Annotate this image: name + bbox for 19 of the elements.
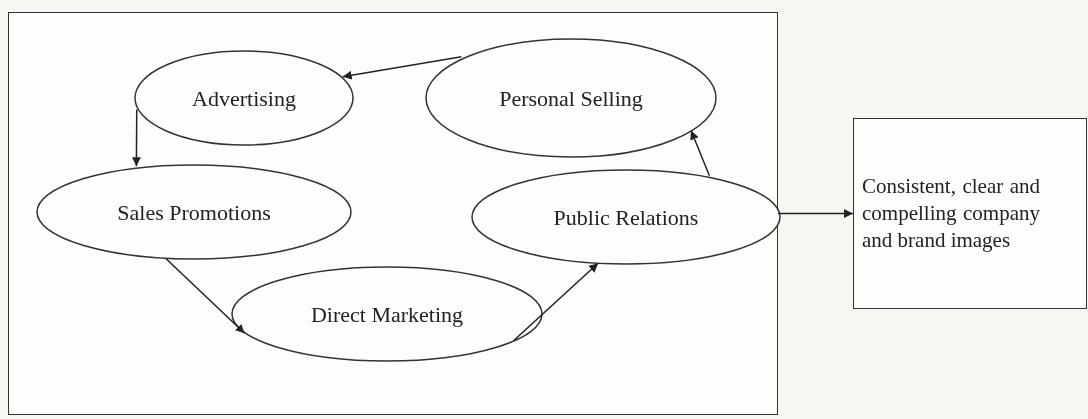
arrow: [131, 108, 141, 167]
node-label: Personal Selling: [499, 84, 643, 113]
arrow: [341, 56, 463, 80]
text-box: [853, 118, 1087, 309]
node-label: Public Relations: [553, 203, 699, 232]
arrow: [690, 129, 711, 177]
box-text: Consistent, clear and compelling company and brand images: [862, 173, 1040, 254]
arrow: [777, 209, 854, 218]
ellipse-node: [231, 266, 543, 362]
node-label: Sales Promotions: [117, 198, 271, 227]
frame-box: [8, 12, 778, 415]
node-label: Direct Marketing: [310, 300, 464, 329]
ellipse-node: [36, 164, 352, 260]
arrow: [513, 262, 599, 342]
ellipse-node: [425, 38, 717, 158]
node-label: Advertising: [192, 84, 296, 113]
ellipse-node: [134, 50, 354, 146]
arrow: [164, 257, 246, 335]
ellipse-node: [471, 169, 781, 265]
